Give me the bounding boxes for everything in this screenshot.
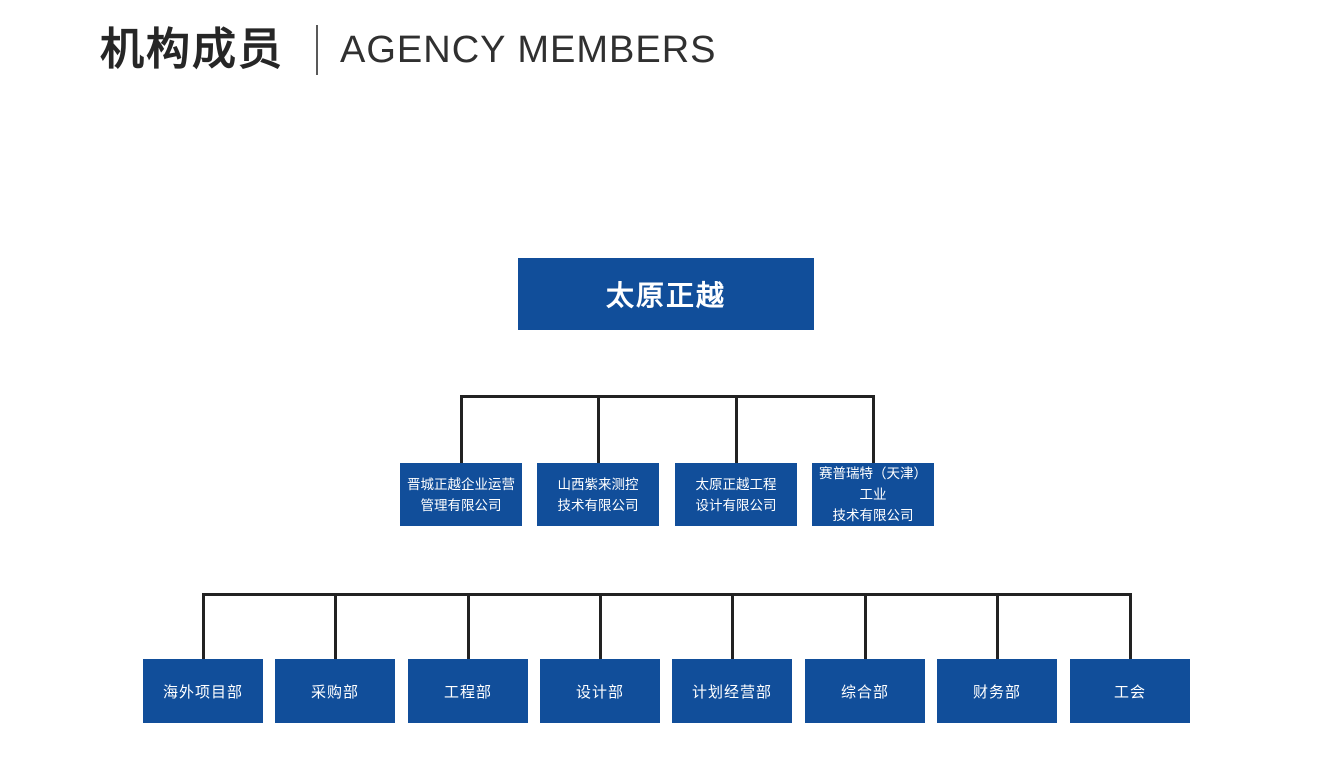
connector-hline	[201, 593, 1132, 596]
department-node: 设计部	[540, 659, 660, 723]
subsidiary-node-label-line: 技术有限公司	[832, 508, 914, 523]
org-root-node: 太原正越	[518, 258, 814, 330]
subsidiary-node-label-line: 太原正越工程	[695, 476, 777, 492]
subsidiary-node-label-line: 设计有限公司	[695, 497, 777, 513]
connector-vline	[1128, 593, 1132, 659]
subsidiary-node: 赛普瑞特（天津）工业技术有限公司	[812, 463, 934, 526]
connector-vline	[201, 593, 205, 659]
department-node: 工程部	[408, 659, 528, 723]
title-divider	[316, 25, 318, 75]
connector-vline	[995, 593, 999, 659]
department-node: 财务部	[937, 659, 1057, 723]
subsidiary-node: 山西紫来测控技术有限公司	[537, 463, 659, 526]
department-node: 计划经营部	[672, 659, 792, 723]
connector-hline	[459, 395, 875, 398]
connector-vline	[730, 593, 734, 659]
department-node: 采购部	[275, 659, 395, 723]
connector-vline	[598, 593, 602, 659]
subsidiary-node-label-line: 管理有限公司	[420, 497, 502, 513]
department-node: 综合部	[805, 659, 925, 723]
connector-vline	[863, 593, 867, 659]
subsidiary-node-label-line: 山西紫来测控	[557, 476, 639, 492]
subsidiary-node-label-line: 晋城正越企业运营	[407, 476, 515, 492]
subsidiary-node: 晋城正越企业运营管理有限公司	[400, 463, 522, 526]
connector-vline	[596, 395, 600, 463]
connector-vline	[734, 395, 738, 463]
page-title: 机构成员	[100, 25, 284, 74]
subsidiary-node-label-line: 技术有限公司	[557, 497, 639, 513]
subsidiary-node: 太原正越工程设计有限公司	[675, 463, 797, 526]
department-node: 海外项目部	[143, 659, 263, 723]
connector-vline	[466, 593, 470, 659]
page-subtitle: AGENCY MEMBERS	[340, 29, 717, 71]
department-node: 工会	[1070, 659, 1190, 723]
connector-vline	[871, 395, 875, 463]
connector-vline	[333, 593, 337, 659]
subsidiary-node-label-line: 赛普瑞特（天津）工业	[819, 466, 927, 502]
page-header: 机构成员 AGENCY MEMBERS	[100, 24, 716, 76]
connector-vline	[459, 395, 463, 463]
